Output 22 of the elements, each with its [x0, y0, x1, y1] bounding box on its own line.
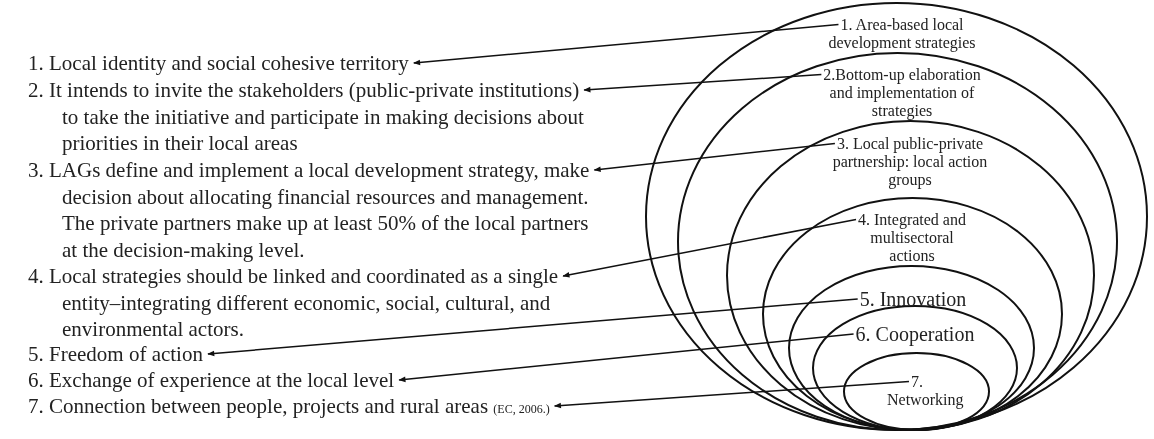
arrow	[398, 333, 855, 383]
ellipse-label: 7. Networking	[887, 373, 964, 408]
arrow	[583, 73, 823, 93]
ellipse-label: 4. Integrated and multisectoral actions	[858, 211, 966, 264]
ellipse-label: 5. Innovation	[859, 288, 967, 310]
citation: (EC, 2006.)	[493, 402, 550, 416]
ellipse-label: 2.Bottom-up elaboration and implementation of strategies	[823, 66, 981, 119]
list-item-text: 7. Connection between people, projects and rural areas	[28, 394, 489, 418]
arrow	[207, 298, 859, 357]
list-item-text: 2. It intends to invite the stakeholders (public-private institutions) to take the initiative and participate in making decisions about priorities in their local areas	[28, 78, 584, 155]
arrow	[553, 380, 910, 409]
list-item-text: 6. Exchange of experience at the local level	[28, 368, 395, 392]
arrow	[593, 142, 836, 173]
ellipse-label: 6. Cooperation	[855, 323, 975, 345]
list-item-text: 1. Local identity and social cohesive territory	[28, 51, 409, 75]
list-item-text: 5. Freedom of action	[28, 342, 203, 366]
list-item-text: 3. LAGs define and implement a local development strategy, make decision about allocating financial resources and management. The private partners make up at least 50% of the local partners at the decision-making level.	[28, 158, 590, 262]
ellipse-label: 3. Local public-private partnership: local action groups	[832, 135, 988, 188]
list-item-text: 4. Local strategies should be linked and coordinated as a single entity–integrating different economic, social, cultural, and environmental actors.	[28, 264, 559, 341]
ellipse-label: 1. Area-based local development strategies	[828, 16, 976, 51]
arrow	[562, 218, 857, 278]
arrow	[413, 23, 840, 66]
